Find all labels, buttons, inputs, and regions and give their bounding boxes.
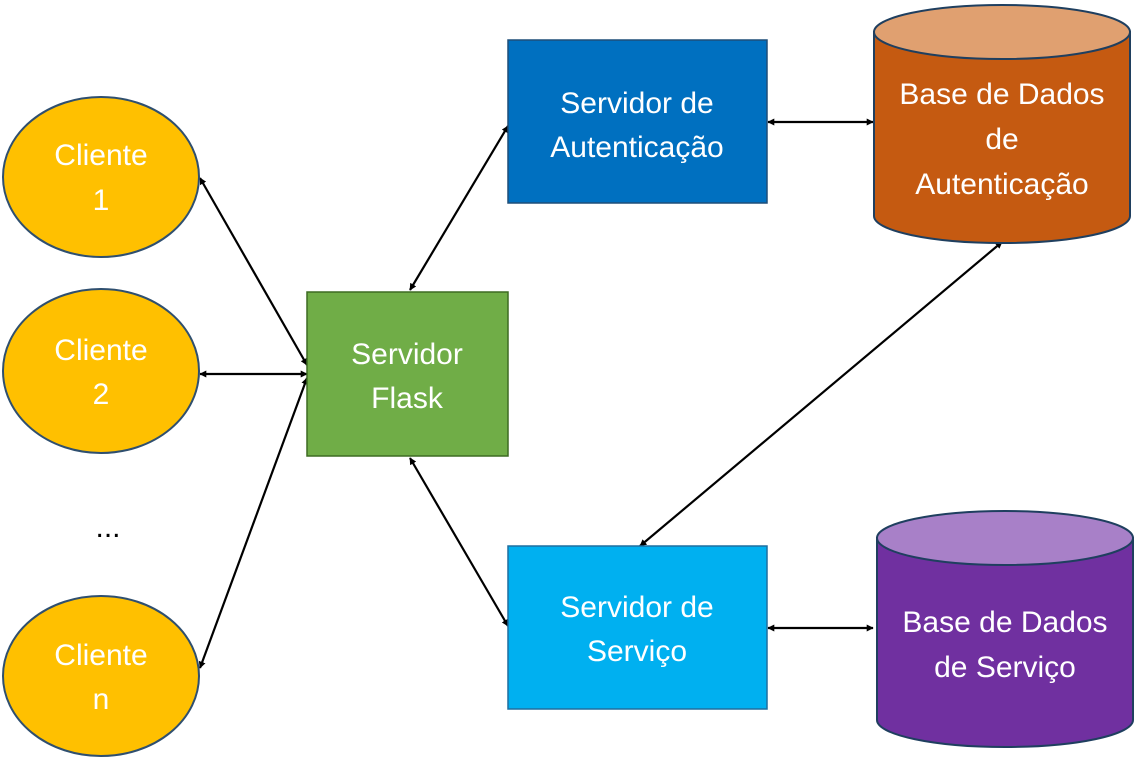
auth-database-top bbox=[873, 4, 1131, 60]
auth-server-shape bbox=[507, 39, 768, 204]
edge-clienten-flask bbox=[198, 377, 309, 669]
service-server-shape bbox=[507, 545, 768, 710]
flask-server-node: Servidor Flask bbox=[306, 291, 509, 457]
edges bbox=[198, 118, 1003, 669]
client-1-shape bbox=[2, 96, 200, 258]
edge-cliente1-flask bbox=[199, 177, 308, 366]
auth-database-label-line1: Base de Dados bbox=[899, 78, 1104, 111]
clients-ellipsis: ... bbox=[95, 511, 120, 544]
service-server-label-line1: Servidor de bbox=[560, 591, 713, 624]
client-n-label-line1: Cliente bbox=[54, 639, 147, 672]
service-database-label-line2: de Serviço bbox=[934, 651, 1076, 684]
service-database-top bbox=[876, 510, 1134, 566]
client-1-label-line1: Cliente bbox=[54, 139, 147, 172]
service-server-node: Servidor de Serviço bbox=[507, 545, 768, 710]
client-n-label-line2: n bbox=[93, 683, 110, 716]
client-2-label-line2: 2 bbox=[93, 378, 110, 411]
flask-server-label-line2: Flask bbox=[371, 382, 444, 415]
client-2-shape bbox=[2, 288, 200, 454]
service-server-label-line2: Serviço bbox=[587, 635, 687, 668]
auth-database-label-line3: Autenticação bbox=[915, 168, 1088, 201]
client-n-shape bbox=[2, 595, 200, 757]
auth-server-node: Servidor de Autenticação bbox=[507, 39, 768, 204]
edge-auth-db-service-server bbox=[639, 241, 1003, 547]
service-database-body bbox=[876, 537, 1134, 748]
edge-flask-service-server bbox=[409, 457, 509, 627]
service-database-node: Base de Dados de Serviço bbox=[876, 510, 1134, 748]
client-2-label-line1: Cliente bbox=[54, 334, 147, 367]
edge-flask-auth-server bbox=[409, 125, 509, 291]
auth-database-node: Base de Dados de Autenticação bbox=[873, 4, 1131, 244]
client-node-2: Cliente 2 bbox=[2, 288, 200, 454]
service-database-label-line1: Base de Dados bbox=[902, 606, 1107, 639]
flask-server-shape bbox=[306, 291, 509, 457]
client-node-n: Cliente n bbox=[2, 595, 200, 757]
client-node-1: Cliente 1 bbox=[2, 96, 200, 258]
client-1-label-line2: 1 bbox=[93, 184, 110, 217]
auth-server-label-line1: Servidor de bbox=[560, 87, 713, 120]
flask-server-label-line1: Servidor bbox=[351, 338, 463, 371]
auth-server-label-line2: Autenticação bbox=[550, 131, 723, 164]
auth-database-label-line2: de bbox=[985, 123, 1018, 156]
auth-database-body bbox=[873, 31, 1131, 244]
